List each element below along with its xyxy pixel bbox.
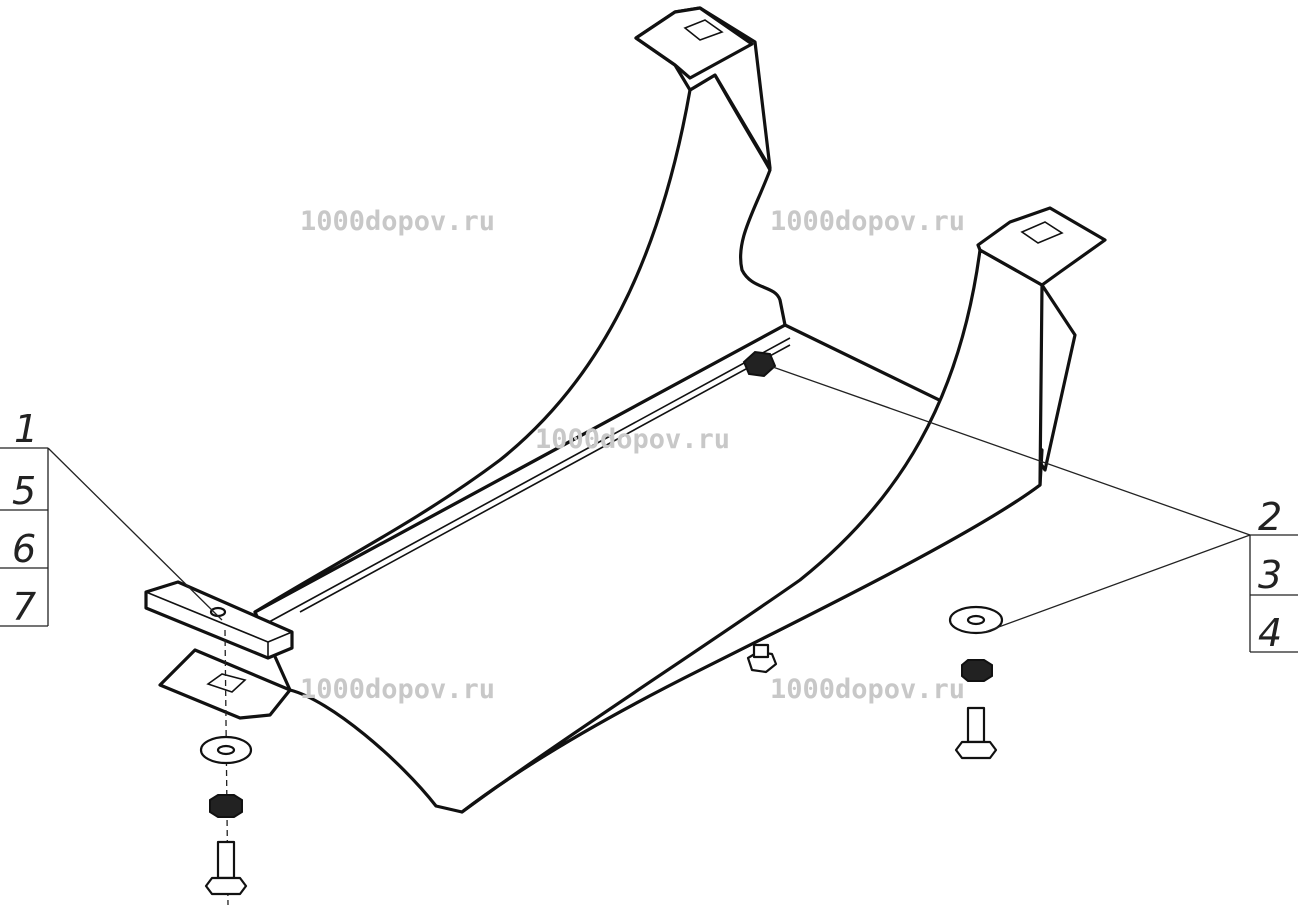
watermark-text: 1000dopov.ru [770, 674, 965, 705]
callout-table-left: 1 5 6 7 [0, 407, 49, 629]
center-bolt [746, 643, 778, 674]
skid-plate [158, 6, 1107, 814]
watermark-text: 1000dopov.ru [300, 674, 495, 705]
leader-lines [47, 365, 1251, 633]
callout-table-right: 2 3 4 [1249, 495, 1298, 655]
clamp-bar [144, 580, 294, 660]
callout-left-1: 1 [14, 407, 38, 451]
callout-left-3: 6 [12, 527, 36, 571]
left-fastener-stack [199, 629, 253, 906]
watermarks: 1000dopov.ru 1000dopov.ru 1000dopov.ru 1… [300, 206, 965, 705]
watermark-text: 1000dopov.ru [300, 206, 495, 237]
callout-right-2: 3 [1258, 553, 1282, 597]
callout-left-4: 7 [12, 585, 36, 629]
plate-nut [742, 350, 777, 378]
callout-left-2: 5 [12, 469, 36, 513]
callout-right-1: 2 [1258, 495, 1282, 539]
right-fastener-stack [948, 605, 1004, 760]
watermark-text: 1000dopov.ru [770, 206, 965, 237]
callout-right-3: 4 [1258, 611, 1282, 655]
watermark-text: 1000dopov.ru [535, 424, 730, 455]
